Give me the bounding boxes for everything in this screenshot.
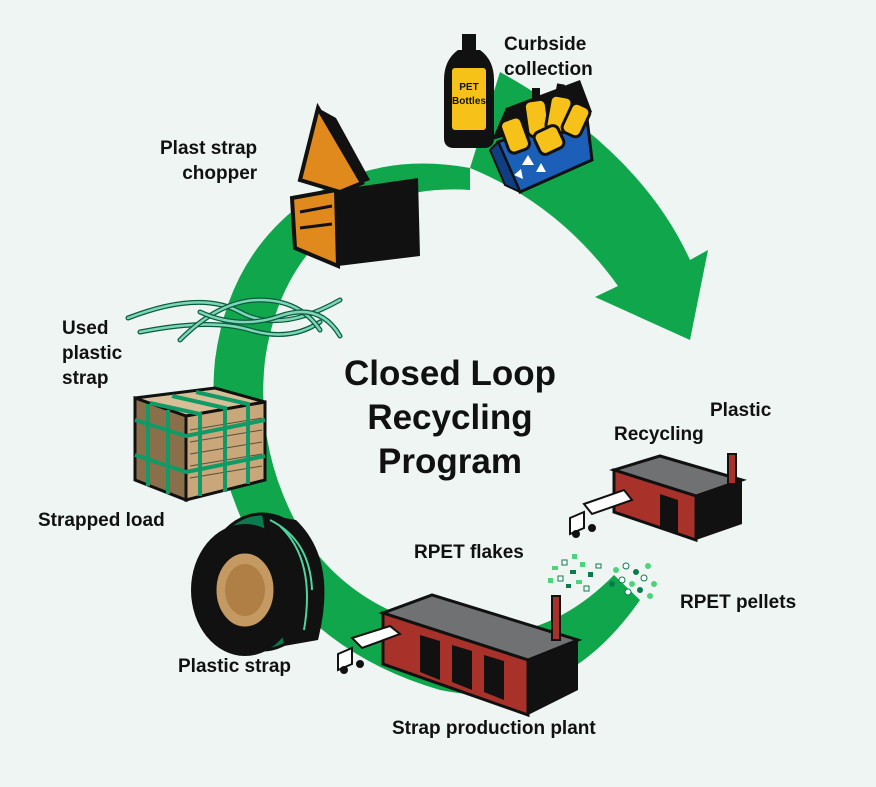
title-line-1: Closed Loop xyxy=(344,354,556,393)
label-plastic-recycling-2: Recycling xyxy=(614,424,704,445)
label-strap-plant: Strap production plant xyxy=(392,718,596,739)
label-plastic-strap: Plastic strap xyxy=(178,656,291,677)
label-plastic-recycling-1: Plastic xyxy=(710,400,772,421)
strap-chopper xyxy=(289,102,420,270)
plastic-strap-coil xyxy=(191,512,325,656)
strapped-load xyxy=(133,386,267,503)
curbside-bin xyxy=(488,80,594,195)
recycling-plant xyxy=(608,453,747,543)
bottle-label-line1: PET xyxy=(459,82,478,93)
label-strapped-load: Strapped load xyxy=(38,510,165,531)
label-curbside: Curbside collection xyxy=(504,34,593,80)
label-used-strap: Used plastic strap xyxy=(62,318,123,389)
diagram-title: Closed Loop Recycling Program xyxy=(300,352,600,484)
label-rpet-flakes: RPET flakes xyxy=(414,542,524,563)
truck-icon xyxy=(569,488,634,538)
rpet-flakes xyxy=(548,554,602,592)
rpet-pellets xyxy=(609,562,657,599)
strap-plant xyxy=(378,593,583,718)
title-line-2: Recycling xyxy=(367,398,533,437)
truck-icon xyxy=(337,624,403,674)
used-strap xyxy=(125,297,343,343)
pet-bottle: PET Bottles xyxy=(444,34,494,148)
bottle-label-line2: Bottles xyxy=(452,96,486,107)
label-rpet-pellets: RPET pellets xyxy=(680,592,797,613)
recycle-icon xyxy=(514,155,546,179)
label-chopper: Plast strap chopper xyxy=(160,138,258,184)
title-line-3: Program xyxy=(378,442,522,481)
